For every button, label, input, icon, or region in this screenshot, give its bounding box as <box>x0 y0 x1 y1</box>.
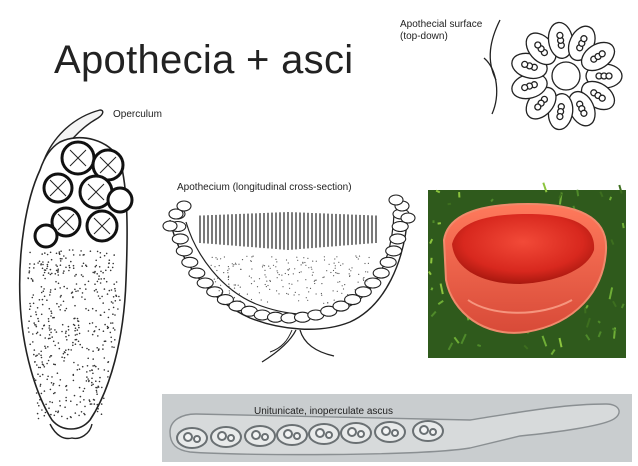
label-ascus: Unitunicate, inoperculate ascus <box>254 406 393 418</box>
